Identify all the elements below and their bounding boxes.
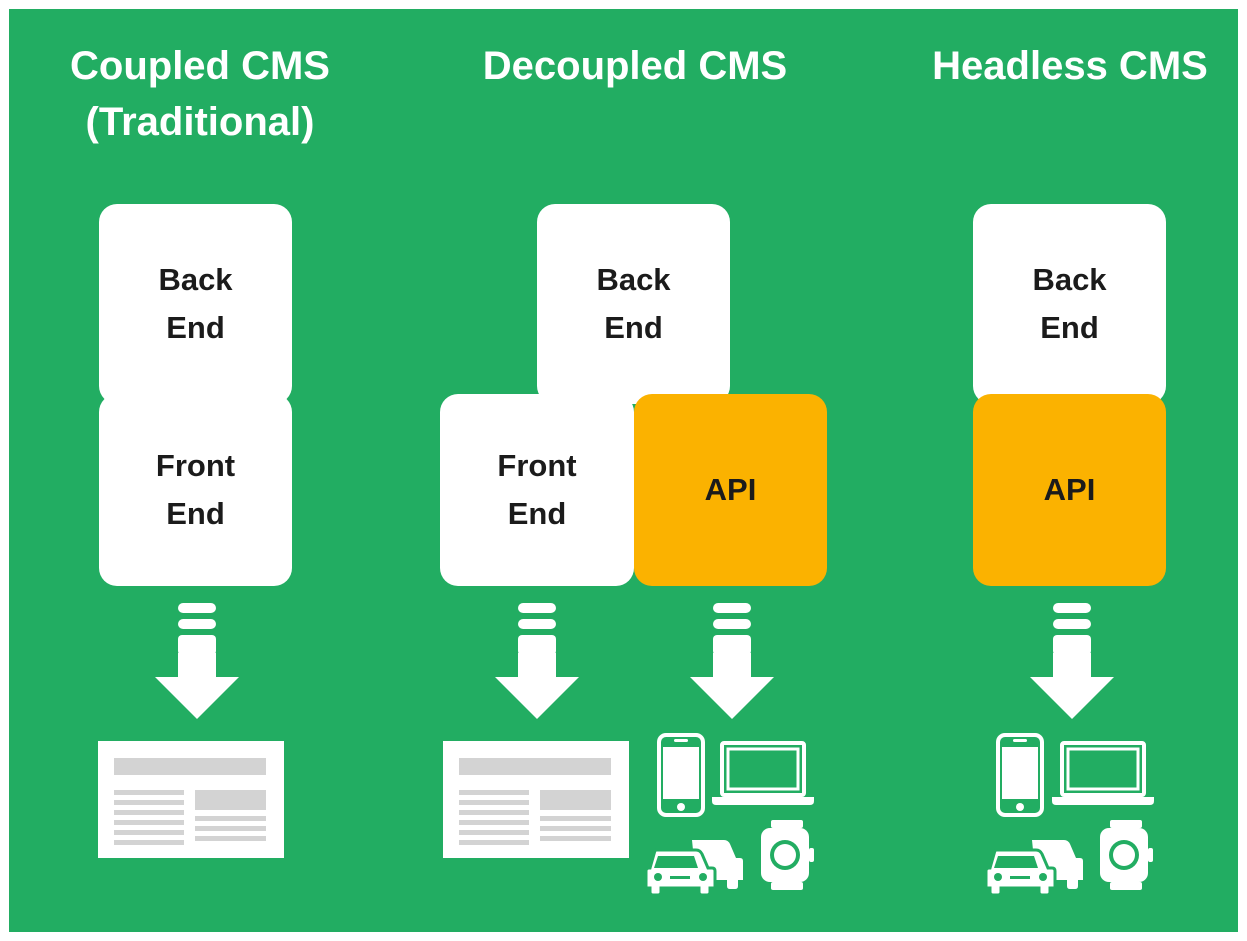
smartphone-icon: [996, 733, 1044, 817]
headless-api-box: API: [973, 394, 1166, 586]
decoupled-api-label: API: [704, 472, 757, 507]
coupled-front-end-box: Front End: [99, 394, 292, 586]
smartwatch-icon: [1100, 820, 1153, 890]
down-arrow-icon: [155, 603, 239, 719]
car-icon: [984, 840, 1083, 897]
decoupled-front-end-box: Front End: [440, 394, 634, 586]
coupled-front-end-label: Front End: [155, 448, 236, 531]
headless-back-end-label: Back End: [1032, 262, 1107, 345]
laptop-icon: [712, 741, 814, 805]
smartwatch-icon: [761, 820, 814, 890]
decoupled-front-end-label: Front End: [497, 448, 577, 531]
car-icon: [644, 840, 743, 897]
headless-back-end-box: Back End: [973, 204, 1166, 404]
coupled-back-end-box: Back End: [99, 204, 292, 404]
webpage-icon: [443, 741, 629, 858]
coupled-back-end-label: Back End: [158, 262, 233, 345]
down-arrow-icon: [1030, 603, 1114, 719]
smartphone-icon: [657, 733, 705, 817]
down-arrow-icon: [495, 603, 579, 719]
title-coupled-cms: Coupled CMS (Traditional): [70, 44, 330, 144]
headless-api-label: API: [1043, 472, 1096, 507]
title-decoupled-cms: Decoupled CMS: [482, 44, 788, 88]
webpage-icon: [98, 741, 284, 858]
decoupled-api-box: API: [634, 394, 827, 586]
down-arrow-icon: [690, 603, 774, 719]
decoupled-back-end-box: Back End: [537, 204, 730, 404]
title-headless-cms: Headless CMS: [932, 44, 1208, 88]
decoupled-back-end-label: Back End: [596, 262, 671, 345]
laptop-icon: [1052, 741, 1154, 805]
